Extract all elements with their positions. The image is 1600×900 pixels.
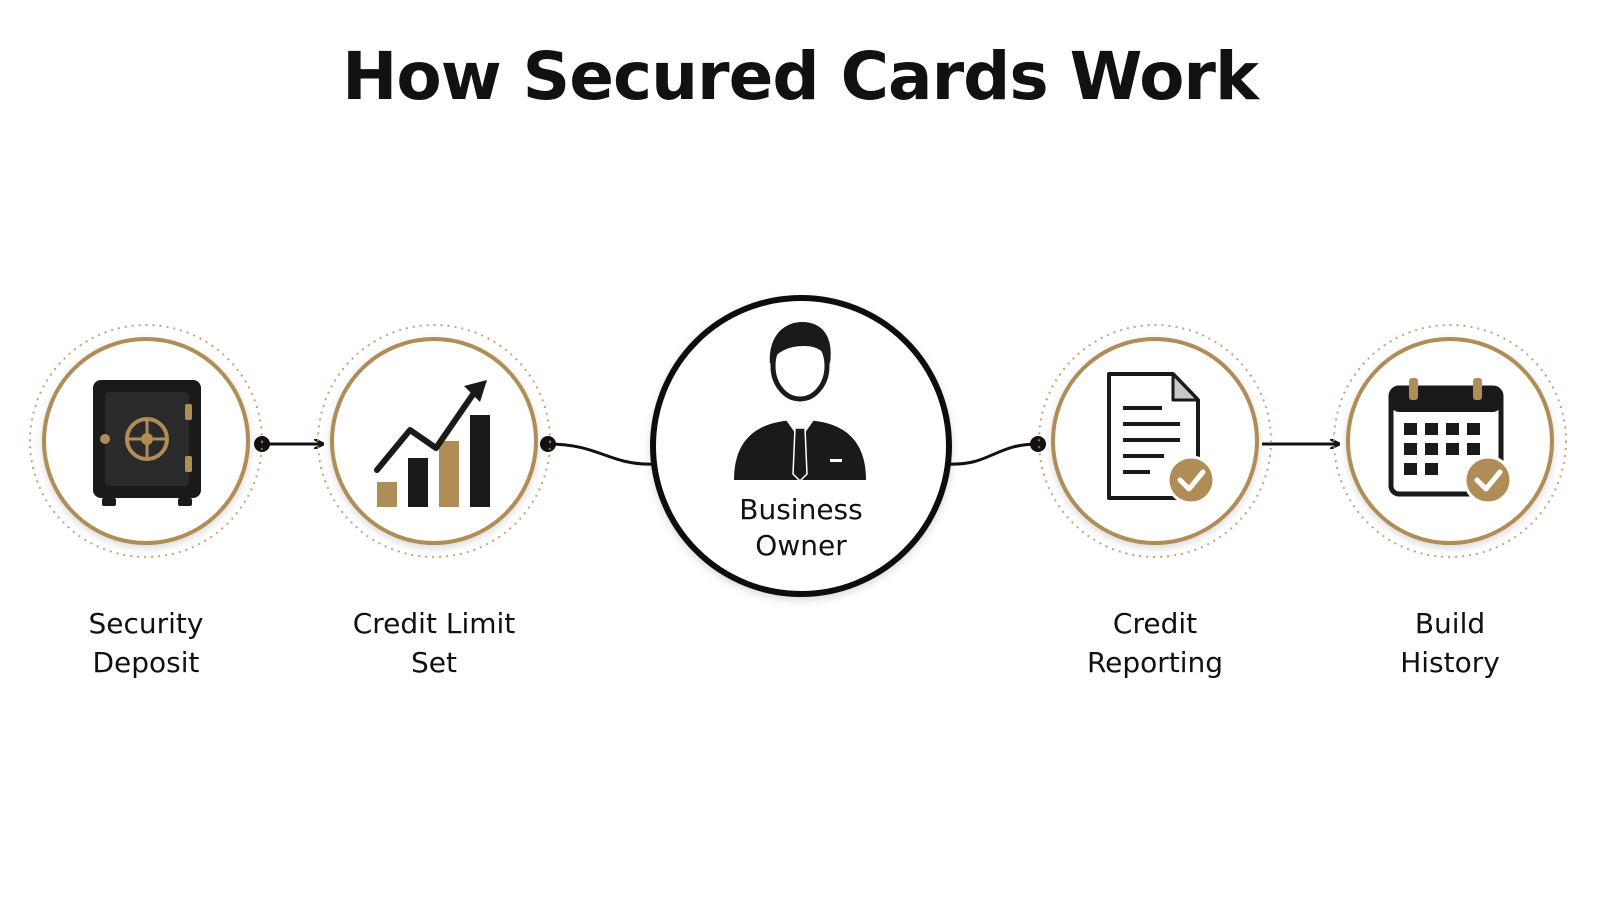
document-check-icon [1107, 372, 1216, 505]
step-label-line1: Credit [1112, 607, 1198, 640]
center-label-line2: Owner [755, 529, 847, 562]
step-build-history [1333, 324, 1567, 558]
center-business-owner [650, 295, 952, 597]
center-label: Business Owner [691, 492, 911, 564]
step-label-line2: Reporting [1086, 646, 1224, 679]
step-label-line1: Credit Limit [352, 607, 516, 640]
step-credit-limit-set [317, 324, 551, 558]
connector-owner-to-reporting [947, 436, 1046, 466]
growth-chart-icon [374, 380, 490, 507]
center-label-line1: Business [739, 493, 863, 526]
step-label-build-history: Build History [1320, 604, 1580, 682]
diagram-title: How Secured Cards Work [342, 38, 1259, 115]
step-label-line2: Set [411, 646, 457, 679]
step-security-deposit [29, 324, 263, 558]
step-label-line2: History [1400, 646, 1500, 679]
step-label-line1: Security [88, 607, 204, 640]
step-label-credit-limit-set: Credit Limit Set [304, 604, 564, 682]
step-label-line1: Build [1414, 607, 1486, 640]
step-label-credit-reporting: Credit Reporting [1025, 604, 1285, 682]
connector-limit-to-owner [540, 436, 656, 466]
safe-icon [93, 380, 201, 506]
step-credit-reporting [1038, 324, 1272, 558]
step-label-line2: Deposit [92, 646, 200, 679]
step-label-security-deposit: Security Deposit [16, 604, 276, 682]
businessman-icon [734, 322, 866, 483]
calendar-check-icon [1388, 378, 1513, 505]
connector-deposit-to-limit [254, 436, 322, 452]
